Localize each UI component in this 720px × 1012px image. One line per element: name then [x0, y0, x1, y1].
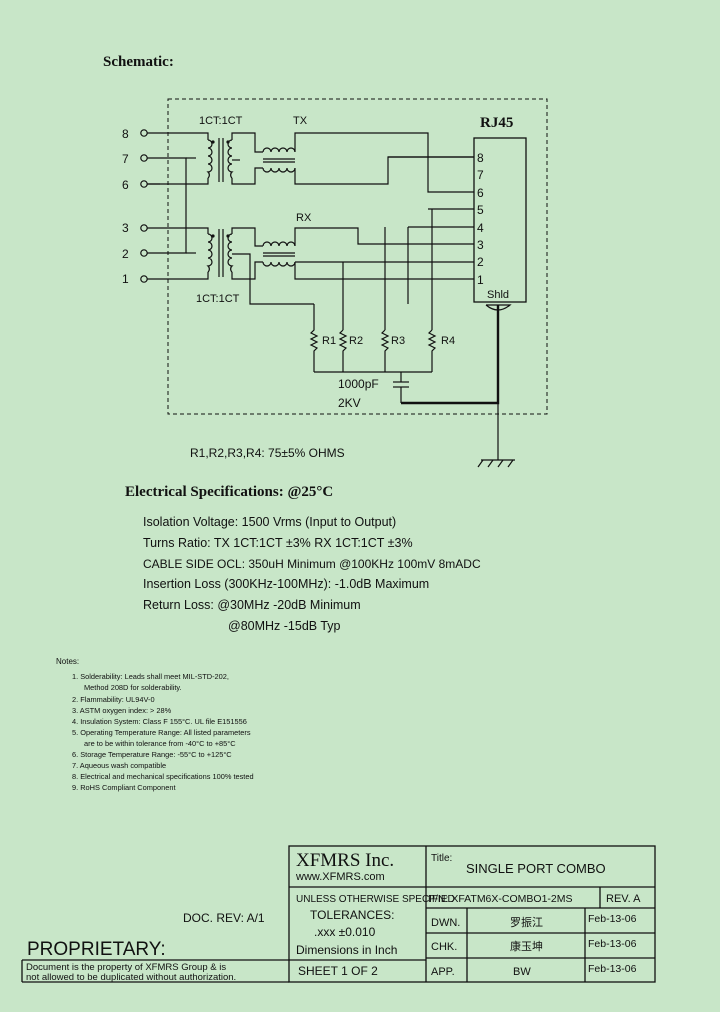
- part-number: P/N: XFATM6X-COMBO1-2MS: [428, 893, 573, 905]
- revision: REV. A: [606, 893, 641, 905]
- spec-line: Insertion Loss (300KHz-100MHz): -1.0dB M…: [143, 577, 429, 591]
- tx-ratio-label: 1CT:1CT: [199, 115, 243, 127]
- tolerance-value: .xxx ±0.010: [314, 925, 376, 939]
- title-block: XFMRS Inc. www.XFMRS.com Title: SINGLE P…: [21, 845, 656, 983]
- rj45-connector: [473, 137, 527, 303]
- spec-line: CABLE SIDE OCL: 350uH Minimum @100KHz 10…: [143, 557, 481, 571]
- rj45-pin-6: 6: [477, 186, 484, 200]
- r2-label: R2: [349, 335, 363, 347]
- dwn-name: 罗振江: [510, 915, 543, 929]
- left-pins: 8 7 6 3 2 1: [122, 127, 148, 286]
- note-line: Method 208D for solderability.: [84, 683, 182, 692]
- pin-label-6: 6: [122, 178, 129, 192]
- pin-label-3: 3: [122, 221, 129, 235]
- proprietary-heading: PROPRIETARY:: [27, 939, 166, 960]
- app-date: Feb-13-06: [588, 963, 637, 975]
- resistor-note: R1,R2,R3,R4: 75±5% OHMS: [190, 446, 345, 460]
- dwn-date: Feb-13-06: [588, 913, 637, 925]
- company-name: XFMRS Inc.: [296, 850, 394, 871]
- schematic-title: Schematic:: [103, 54, 174, 70]
- dwn-label: DWN.: [431, 917, 460, 929]
- rj45-pin-1: 1: [477, 273, 484, 287]
- proprietary-text-line: Document is the property of XFMRS Group …: [26, 962, 226, 973]
- chk-label: CHK.: [431, 941, 457, 953]
- notes-heading: Notes:: [56, 657, 79, 666]
- spec-line: @80MHz -15dB Typ: [228, 619, 341, 633]
- note-line: 7. Aqueous wash compatible: [72, 761, 166, 770]
- note-line: 2. Flammability: UL94V-0: [72, 695, 155, 704]
- tx-label: TX: [293, 115, 308, 127]
- app-name: BW: [513, 966, 531, 978]
- note-line: 4. Insulation System: Class F 155°C. UL …: [72, 717, 247, 726]
- note-line: are to be within tolerance from -40°C to…: [84, 739, 236, 748]
- title-label: Title:: [431, 853, 452, 864]
- tx-dots: [211, 140, 230, 144]
- module-outline: [167, 98, 548, 415]
- electrical-title: Electrical Specifications: @25°C: [125, 484, 333, 500]
- electrical-specs: Isolation Voltage: 1500 Vrms (Input to O…: [143, 515, 481, 633]
- pin-label-8: 8: [122, 127, 129, 141]
- spec-line: Return Loss: @30MHz -20dB Minimum: [143, 598, 361, 612]
- pin-label-1: 1: [122, 272, 129, 286]
- rj45-pin-3: 3: [477, 238, 484, 252]
- note-line: 5. Operating Temperature Range: All list…: [72, 728, 251, 737]
- tolerances-label: TOLERANCES:: [310, 908, 394, 922]
- sheet-number: SHEET 1 OF 2: [298, 964, 378, 978]
- rj45-pin-7: 7: [477, 168, 484, 182]
- rx-ratio-label: 1CT:1CT: [196, 293, 240, 305]
- rx-transformer: [206, 227, 474, 305]
- dimensions-unit: Dimensions in Inch: [296, 943, 397, 957]
- pin-label-2: 2: [122, 247, 129, 261]
- resistors: [309, 304, 437, 403]
- tx-transformer: [206, 132, 474, 193]
- connector-wiring: [147, 183, 474, 330]
- ground-wiring: [401, 304, 515, 468]
- r3-label: R3: [391, 335, 405, 347]
- capacitor-label: 1000pF: [338, 377, 379, 391]
- note-line: 6. Storage Temperature Range: -55°C to +…: [72, 750, 232, 759]
- chk-name: 康玉坤: [510, 939, 543, 953]
- chk-date: Feb-13-06: [588, 938, 637, 950]
- rx-dots: [211, 234, 230, 238]
- shield-label: Shld: [487, 289, 509, 301]
- spec-line: Turns Ratio: TX 1CT:1CT ±3% RX 1CT:1CT ±…: [143, 536, 413, 550]
- company-website: www.XFMRS.com: [295, 871, 385, 883]
- app-label: APP.: [431, 966, 455, 978]
- rj45-pin-8: 8: [477, 151, 484, 165]
- capacitor-voltage: 2KV: [338, 396, 361, 410]
- rj45-pin-5: 5: [477, 203, 484, 217]
- rj45-title: RJ45: [480, 115, 513, 131]
- rj45-pin-2: 2: [477, 255, 484, 269]
- r4-label: R4: [441, 335, 455, 347]
- r1-label: R1: [322, 335, 336, 347]
- note-line: 8. Electrical and mechanical specificati…: [72, 772, 254, 781]
- note-line: 9. RoHS Compliant Component: [72, 783, 176, 792]
- spec-line: Isolation Voltage: 1500 Vrms (Input to O…: [143, 515, 396, 529]
- unless-specified: UNLESS OTHERWISE SPECIFIED: [296, 894, 455, 905]
- note-line: 1. Solderability: Leads shall meet MIL-S…: [72, 672, 229, 681]
- note-line: 3. ASTM oxygen index: > 28%: [72, 706, 172, 715]
- rx-label: RX: [296, 212, 312, 224]
- input-wiring: [147, 132, 209, 280]
- pin-label-7: 7: [122, 152, 129, 166]
- title-value: SINGLE PORT COMBO: [466, 861, 606, 876]
- proprietary-text-line: not allowed to be duplicated without aut…: [26, 972, 236, 983]
- doc-revision: DOC. REV: A/1: [183, 911, 265, 925]
- rj45-pin-4: 4: [477, 221, 484, 235]
- notes: Notes: 1. Solderability: Leads shall mee…: [56, 657, 254, 792]
